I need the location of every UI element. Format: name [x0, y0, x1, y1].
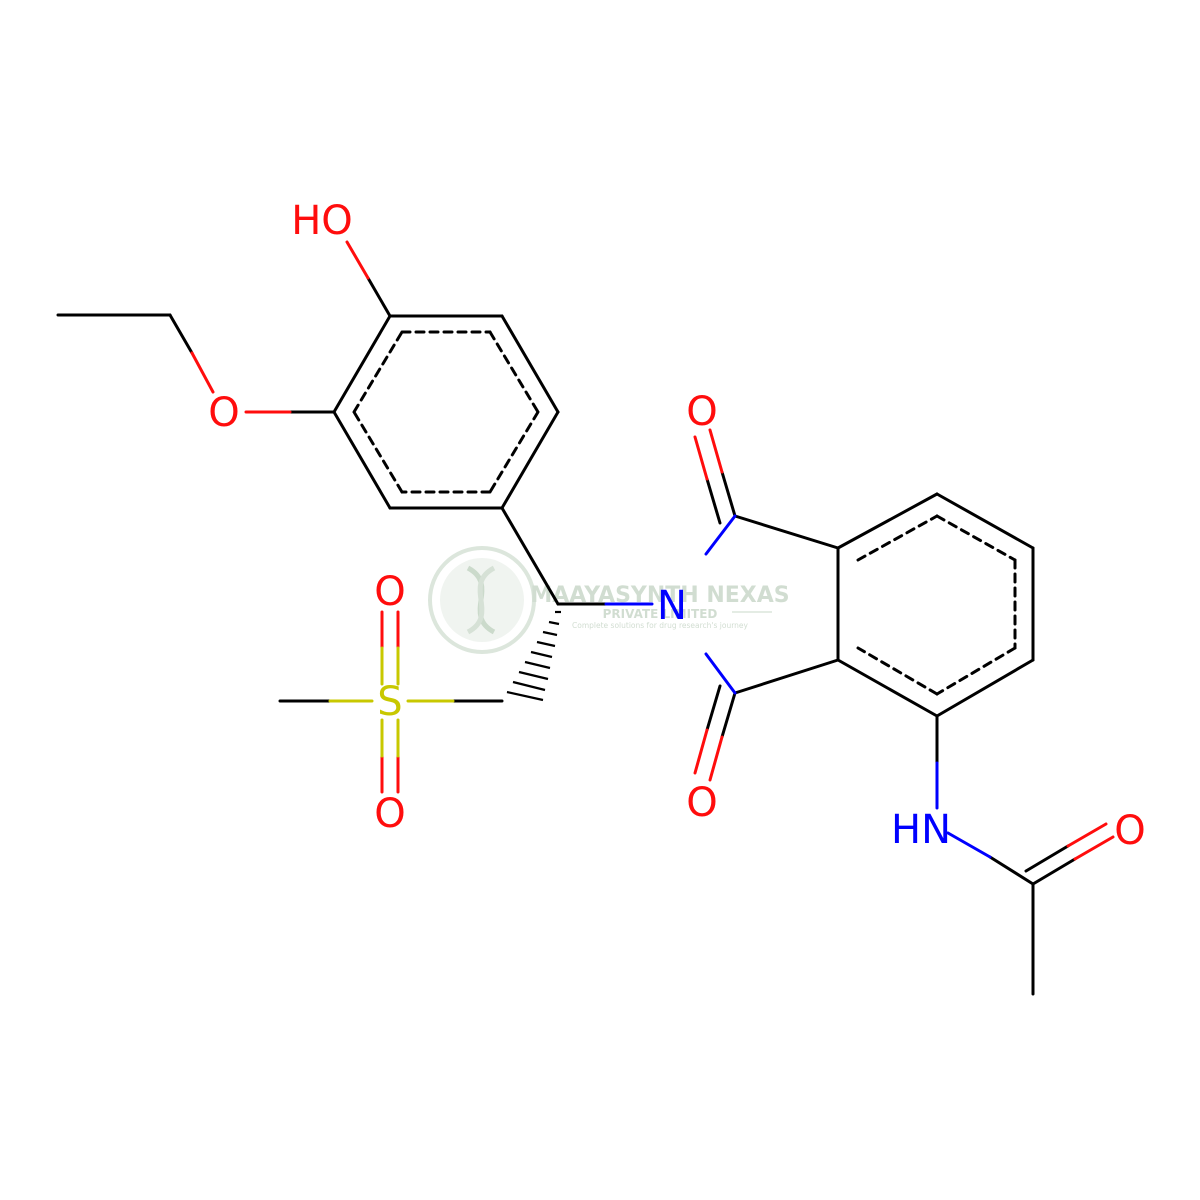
bond: [836, 658, 939, 718]
bond: [935, 492, 1035, 550]
bond: [488, 330, 540, 414]
bond: [500, 506, 560, 606]
bond: [708, 428, 724, 474]
bond: [366, 276, 392, 318]
bond: [352, 410, 404, 494]
bond: [536, 640, 556, 648]
atom-ether-oxygen: O: [208, 390, 239, 436]
hashed-wedge-bond: [506, 610, 561, 702]
bond: [488, 410, 540, 494]
bond: [704, 514, 737, 556]
bond: [500, 410, 560, 510]
bond: [548, 620, 560, 626]
bond: [506, 690, 544, 702]
bond: [332, 314, 392, 414]
atom-carbonyl-oxygen-bottom: O: [686, 780, 717, 826]
bond: [1066, 822, 1108, 848]
bond: [345, 240, 370, 280]
atom-amide-oxygen: O: [1114, 808, 1145, 854]
bond: [530, 650, 553, 659]
aromatic-dashes: [352, 330, 1017, 696]
bond: [500, 314, 560, 414]
atom-sulfur: S: [377, 679, 402, 725]
atom-sulfonyl-oxygen-top: O: [374, 569, 405, 615]
bond: [542, 630, 558, 637]
atom-labels: HO O O S O N O O HN O: [208, 198, 1145, 854]
watermark: MAAYASYNTH NEXAS PRIVATE LIMITED Complet…: [428, 546, 790, 654]
bond: [946, 831, 992, 859]
bond: [524, 660, 551, 670]
bond: [168, 313, 194, 355]
bond: [1031, 857, 1077, 886]
bond: [704, 652, 737, 695]
sulfur-bonds: [328, 646, 455, 758]
bond: [693, 435, 709, 481]
bond: [352, 330, 404, 414]
bond: [856, 646, 939, 696]
bond: [705, 684, 722, 732]
atom-sulfonyl-oxygen-bottom: O: [374, 791, 405, 837]
atom-carbonyl-oxygen-top: O: [686, 389, 717, 435]
oxygen-bonds: [190, 240, 1115, 861]
carbon-bonds: [56, 276, 1077, 996]
bond: [518, 670, 549, 681]
bond: [190, 351, 215, 394]
bond: [988, 855, 1035, 886]
watermark-logo-ring-icon: [428, 546, 536, 654]
atom-imide-nitrogen: N: [657, 583, 687, 629]
bond: [935, 658, 1035, 718]
watermark-subtitle: PRIVATE LIMITED: [603, 607, 718, 621]
atom-hydroxyl: HO: [291, 198, 353, 244]
bond: [1024, 844, 1070, 873]
bond: [512, 680, 546, 692]
bond: [856, 514, 939, 562]
bond: [733, 514, 840, 550]
bond: [935, 646, 1017, 696]
bond: [708, 735, 724, 782]
dna-helix-strand-icon: [466, 565, 496, 635]
bond: [1073, 835, 1115, 861]
bond: [720, 470, 737, 518]
bond: [332, 410, 392, 510]
bond: [733, 658, 840, 695]
bond: [836, 492, 939, 550]
bond: [705, 477, 722, 525]
watermark-tagline: Complete solutions for drug research's j…: [572, 621, 749, 630]
atom-amide-nh: HN: [891, 807, 951, 853]
bond: [693, 728, 709, 775]
bond: [935, 514, 1017, 562]
bond: [720, 691, 737, 739]
nitrogen-bonds: [604, 514, 992, 859]
